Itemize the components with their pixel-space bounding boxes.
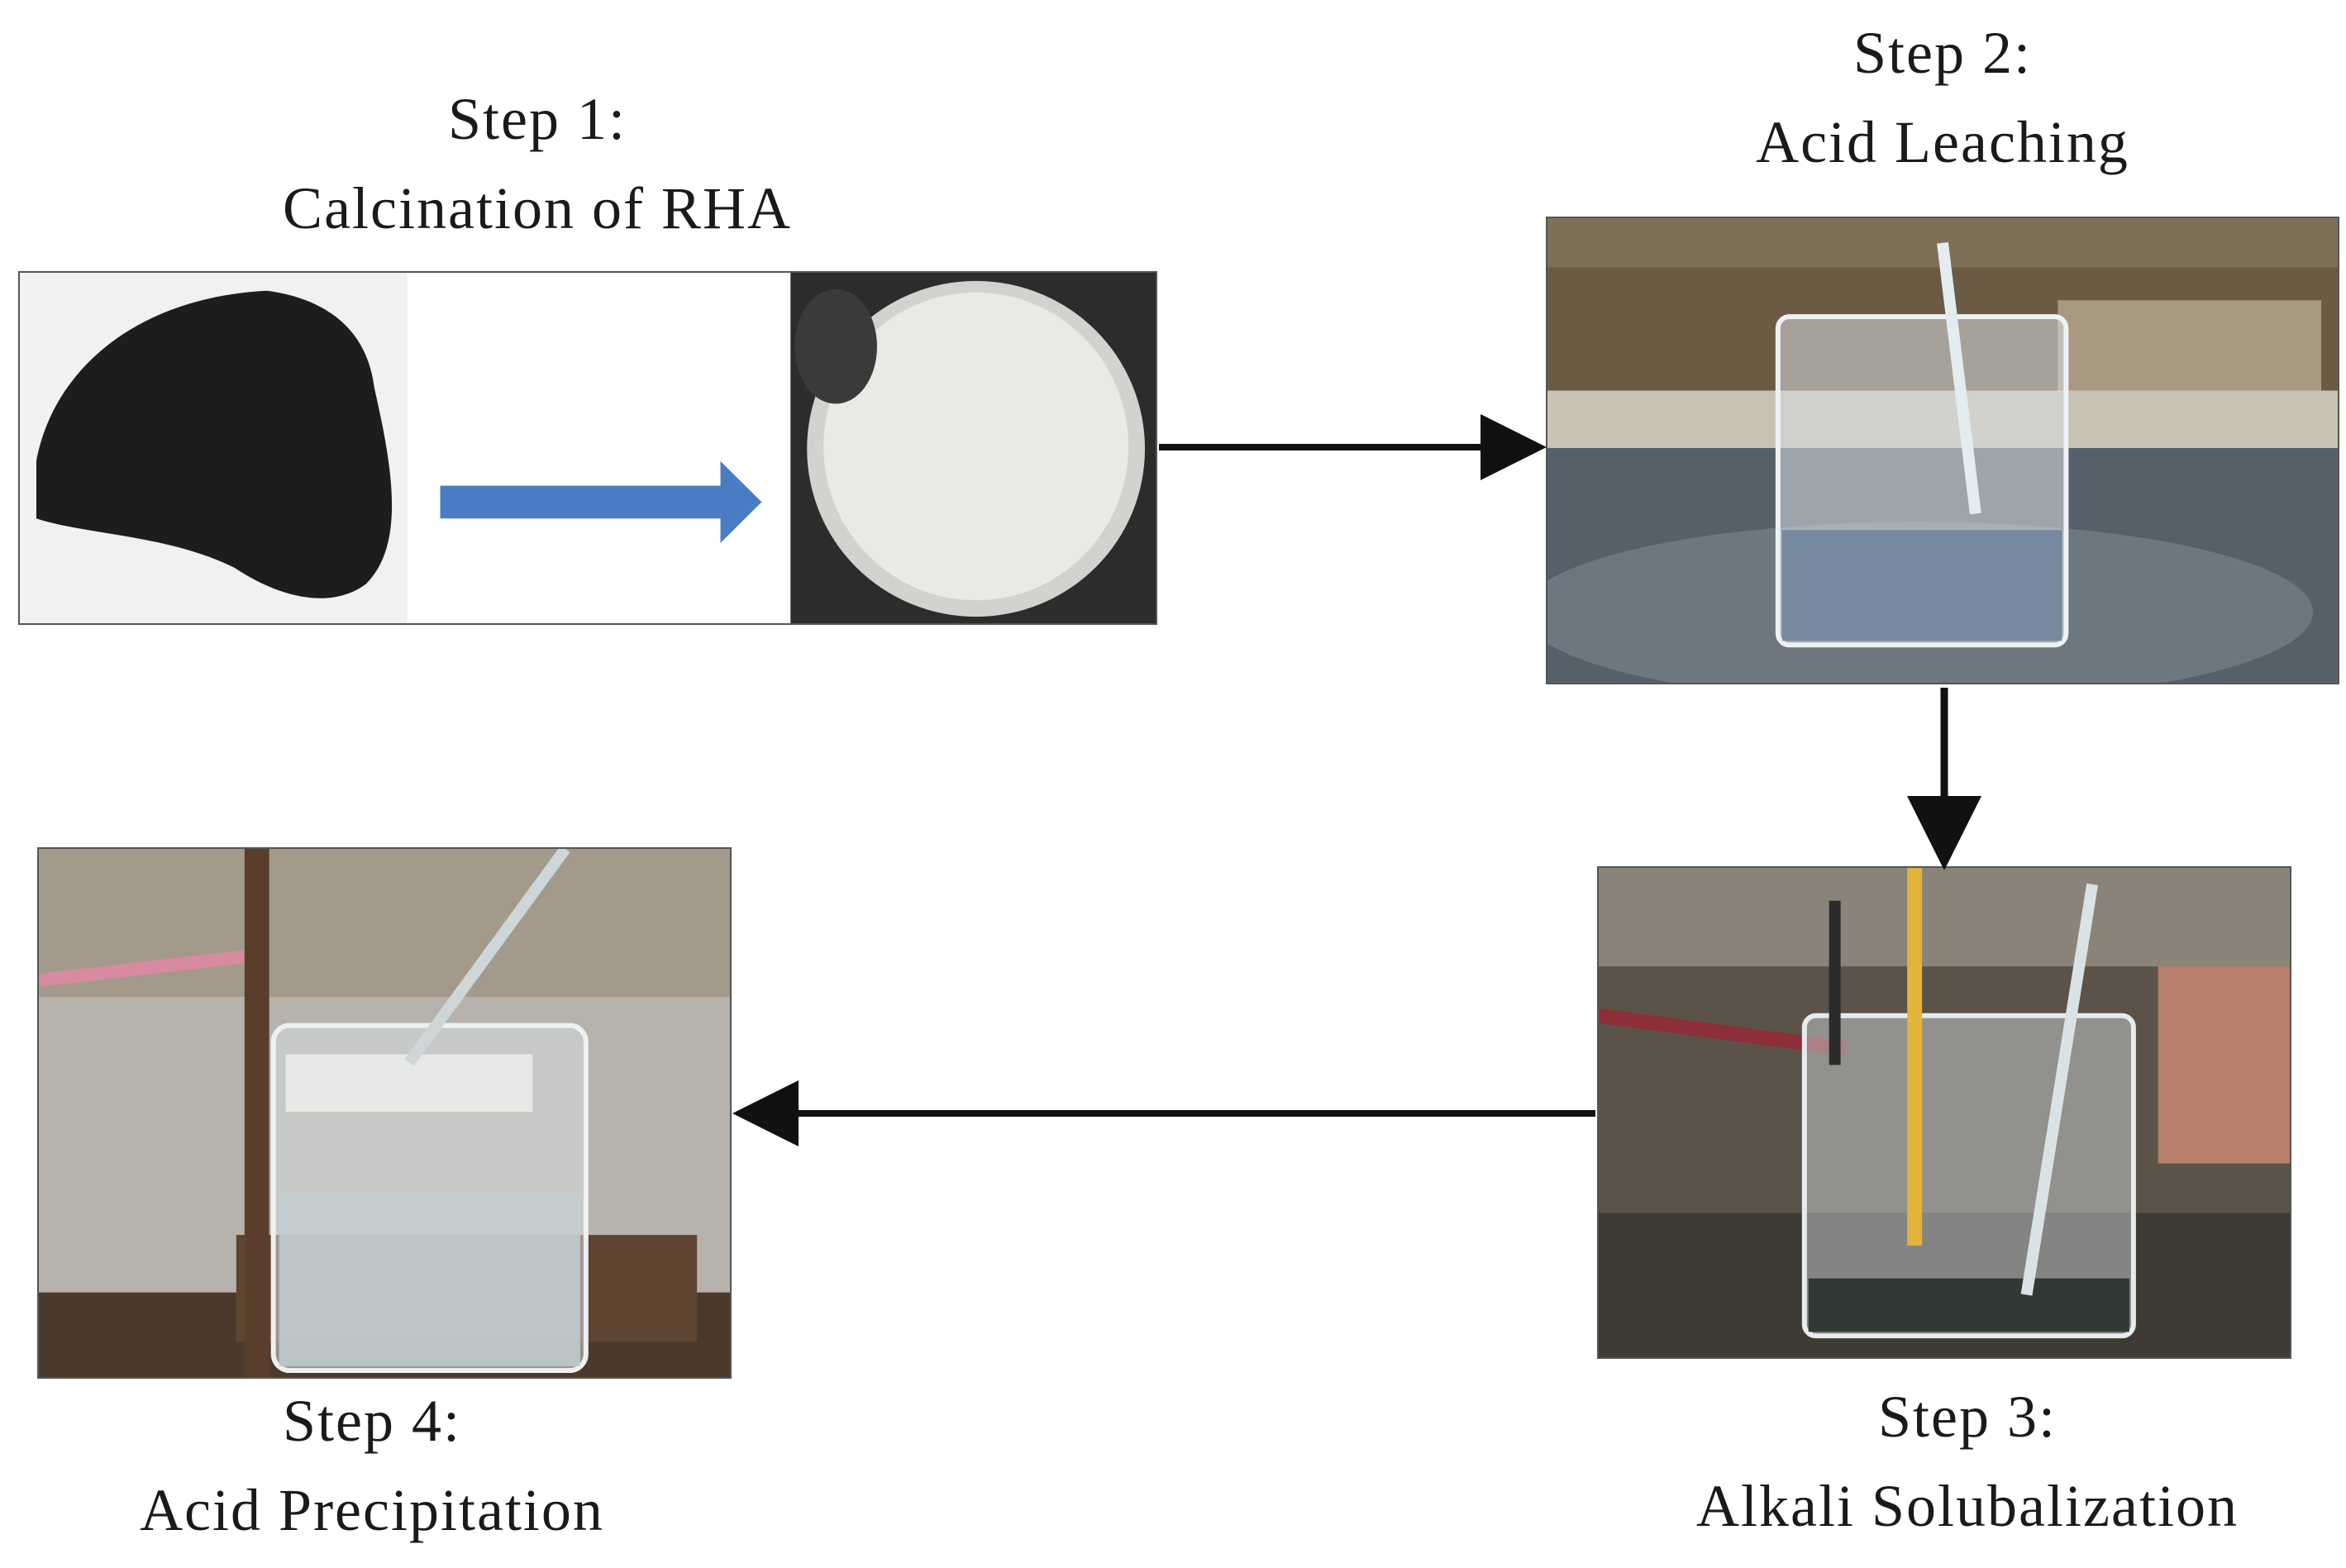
step-3-name: Alkali Solubalization	[1696, 1473, 2239, 1539]
step-2-label: Step 2: Acid Leaching	[1571, 8, 2315, 187]
step-3-number: Step 3:	[1877, 1384, 2057, 1450]
step-2-name: Acid Leaching	[1756, 109, 2129, 175]
step-1-name: Calcination of RHA	[283, 175, 792, 241]
step-4-image	[37, 847, 732, 1379]
ring-stand-rod	[244, 849, 269, 1377]
step-4-name: Acid Precipitation	[140, 1477, 604, 1543]
step-1-image	[18, 271, 1157, 625]
solubilization-beaker	[1801, 1013, 2136, 1339]
step-4-number: Step 4:	[282, 1388, 461, 1454]
step-2-image	[1546, 217, 2339, 684]
step-3-image	[1597, 866, 2291, 1359]
step-3-label: Step 3: Alkali Solubalization	[1587, 1372, 2346, 1551]
step-4-label: Step 4: Acid Precipitation	[33, 1376, 711, 1555]
black-ash-pile	[36, 290, 393, 598]
calcination-arrow	[440, 460, 762, 543]
step-1-label: Step 1: Calcination of RHA	[165, 74, 909, 253]
step-1-number: Step 1:	[447, 86, 627, 152]
step-2-number: Step 2:	[1852, 20, 2032, 86]
